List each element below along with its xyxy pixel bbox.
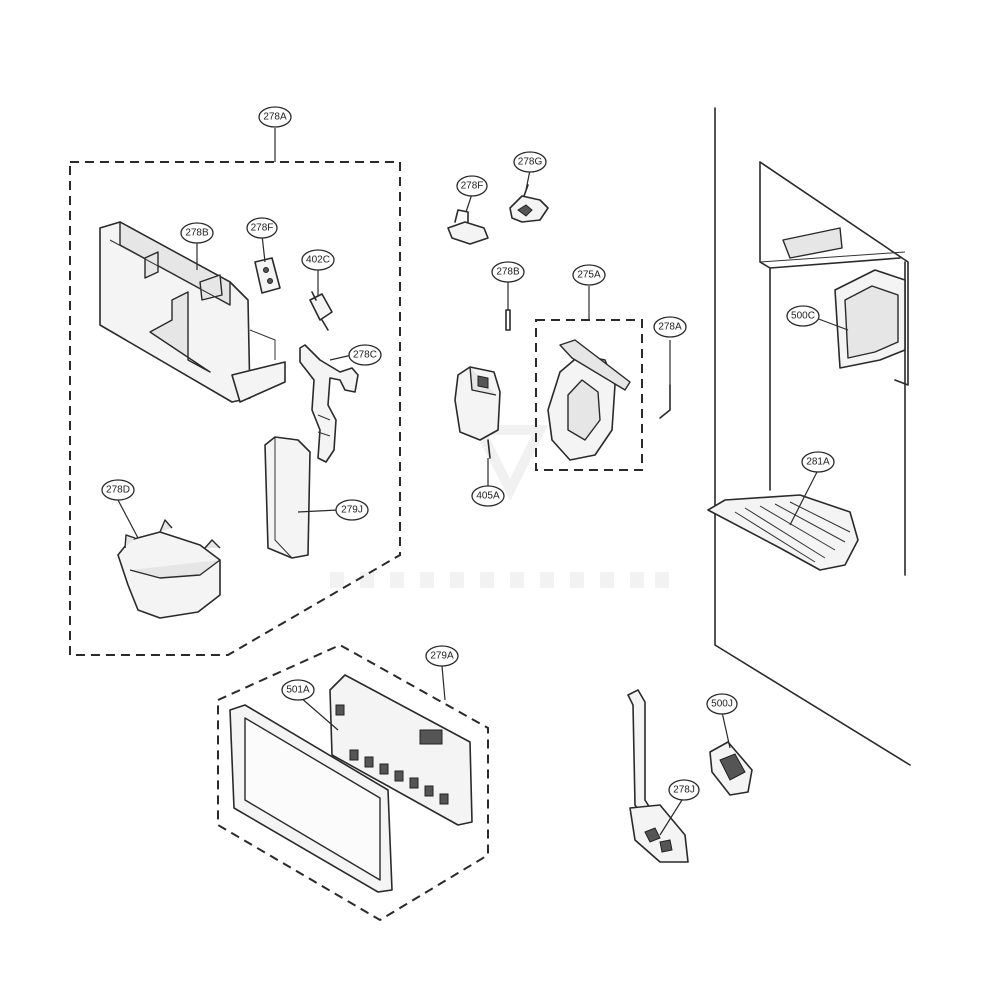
callout-278J: 278J <box>668 779 700 801</box>
callout-279A: 279A <box>425 645 459 667</box>
svg-text:405A: 405A <box>476 491 500 502</box>
callout-281A: 281A <box>801 451 835 473</box>
callout-405A: 405A <box>471 485 505 507</box>
leader-lines <box>117 169 849 836</box>
part-281A-drip-tray <box>707 494 859 571</box>
svg-text:500C: 500C <box>791 311 815 322</box>
callout-278A-main: 278A <box>258 106 292 128</box>
svg-text:275A: 275A <box>577 270 601 281</box>
svg-text:278A: 278A <box>658 322 682 333</box>
callout-278F-left: 278F <box>246 217 278 239</box>
part-405A-solenoid <box>454 366 501 459</box>
part-278F-cap <box>447 209 489 245</box>
svg-text:278J: 278J <box>673 785 695 796</box>
svg-text:278G: 278G <box>518 157 543 168</box>
part-279J-paddle <box>264 436 311 559</box>
svg-text:501A: 501A <box>286 685 310 696</box>
svg-text:279J: 279J <box>341 505 363 516</box>
part-500J-switch <box>709 741 753 796</box>
svg-text:278C: 278C <box>353 350 377 361</box>
group-275A-outline <box>535 286 643 471</box>
callout-501A: 501A <box>281 679 315 701</box>
callout-278C: 278C <box>348 344 382 366</box>
callout-279J: 279J <box>335 499 369 521</box>
svg-text:278B: 278B <box>496 267 520 278</box>
part-278C-lever <box>299 344 359 463</box>
svg-text:278D: 278D <box>106 485 130 496</box>
svg-text:278F: 278F <box>461 181 484 192</box>
part-500C-panel <box>834 269 906 369</box>
callout-402C: 402C <box>301 249 335 271</box>
part-display-frame <box>229 704 393 893</box>
svg-text:278A: 278A <box>263 112 287 123</box>
part-278D-chute <box>117 519 221 619</box>
callout-278F-top: 278F <box>456 175 488 197</box>
svg-text:402C: 402C <box>306 255 330 266</box>
part-278A-spring <box>659 340 671 419</box>
part-278F-plate <box>254 257 281 294</box>
part-275A-flap <box>547 339 631 461</box>
callout-500C: 500C <box>786 305 820 327</box>
part-402C-switch <box>309 291 333 331</box>
part-278B-pin <box>505 282 511 331</box>
callout-278A-spring: 278A <box>653 316 687 338</box>
part-278G-bracket <box>509 184 549 223</box>
callout-278D: 278D <box>101 479 135 501</box>
svg-text:279A: 279A <box>430 651 454 662</box>
part-278J-cover <box>629 804 689 863</box>
callout-278B: 278B <box>180 222 214 244</box>
part-278B-housing <box>99 221 286 403</box>
svg-text:281A: 281A <box>806 457 830 468</box>
watermark-graphic <box>330 425 669 588</box>
svg-text:278F: 278F <box>251 223 274 234</box>
group-279A-outline <box>217 643 489 922</box>
callout-278G: 278G <box>513 151 547 173</box>
part-dispenser-arm <box>627 689 651 813</box>
group-278A-outline <box>69 128 401 656</box>
callout-278B-pin: 278B <box>491 261 525 283</box>
svg-text:278B: 278B <box>185 228 209 239</box>
door-panel <box>714 107 911 766</box>
callout-500J: 500J <box>706 693 738 715</box>
part-501A-circuit-board <box>329 674 473 826</box>
svg-text:500J: 500J <box>711 699 733 710</box>
callout-275A: 275A <box>572 264 606 286</box>
